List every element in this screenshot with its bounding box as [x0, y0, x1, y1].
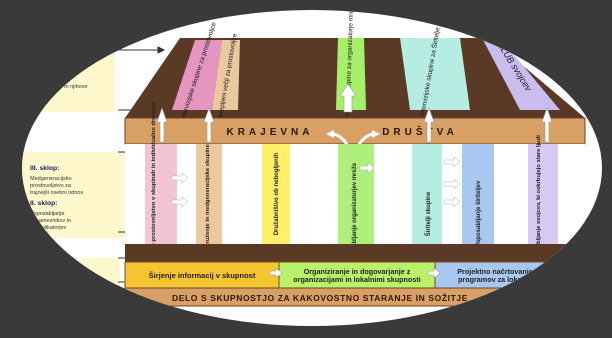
pillar-label-3: Družabništvo ob nebogljenih: [274, 153, 280, 236]
pillar-label-5: Širitelji skupine: [424, 191, 432, 236]
footer-label: DELO S SKUPNOSTJO ZA KAKOVOSTNO STARANJE…: [172, 292, 468, 303]
base-segment-1: [124, 261, 280, 289]
pillar-7: [528, 144, 558, 244]
sklop3-title: III. sklop:: [30, 165, 59, 172]
pillar-2: [196, 144, 222, 244]
pillar-3: [262, 144, 290, 244]
pillar-label-2: Druženje in medgeneracijske skupine: [205, 144, 211, 248]
left-note-top-line2: v in njihove: [60, 84, 88, 90]
pillar-label-1: Medgeneracijsko prostovoljstvo v skupina…: [151, 101, 157, 290]
left-note-top-line1: anje: [60, 71, 70, 77]
base-label-1: Širjenje informacij v skupnost: [149, 271, 256, 280]
roof-arrows: [156, 83, 553, 143]
pillar-label-4: Usposabljanje organizatorjev mreže: [352, 162, 358, 265]
roof-band-cyan: [400, 38, 470, 110]
roof-band-tan: [212, 40, 240, 110]
beam-label-right: DRUŠTVA: [382, 125, 458, 138]
pillar-1: [145, 144, 177, 244]
floor: [125, 244, 585, 262]
base-arrows: [269, 267, 441, 279]
pillar-label-6: Usposabljanje širiteljev: [476, 180, 482, 247]
beam-label-left: KRAJEVNA: [226, 127, 313, 138]
sklop2-title: II. sklop:: [30, 200, 58, 207]
left-note-top-box: [22, 52, 115, 112]
roof-band-pink: [172, 40, 222, 110]
pillar-5: [412, 144, 442, 244]
pillars: [145, 144, 558, 244]
pillar-6: [462, 144, 494, 244]
roof-band-lavender: [482, 38, 560, 110]
pillar-4: [338, 144, 374, 244]
base-segment-2: [278, 261, 436, 289]
roof-label-3: Intervizijske skupine za organizatorje m…: [344, 7, 355, 130]
beam: [124, 117, 586, 145]
pillar-arrows: [171, 156, 461, 208]
left-note-bottom-box: [22, 258, 120, 286]
pillar-label-7: Usposabljanje svojcev, ki oskrbujejo sta…: [536, 135, 542, 265]
